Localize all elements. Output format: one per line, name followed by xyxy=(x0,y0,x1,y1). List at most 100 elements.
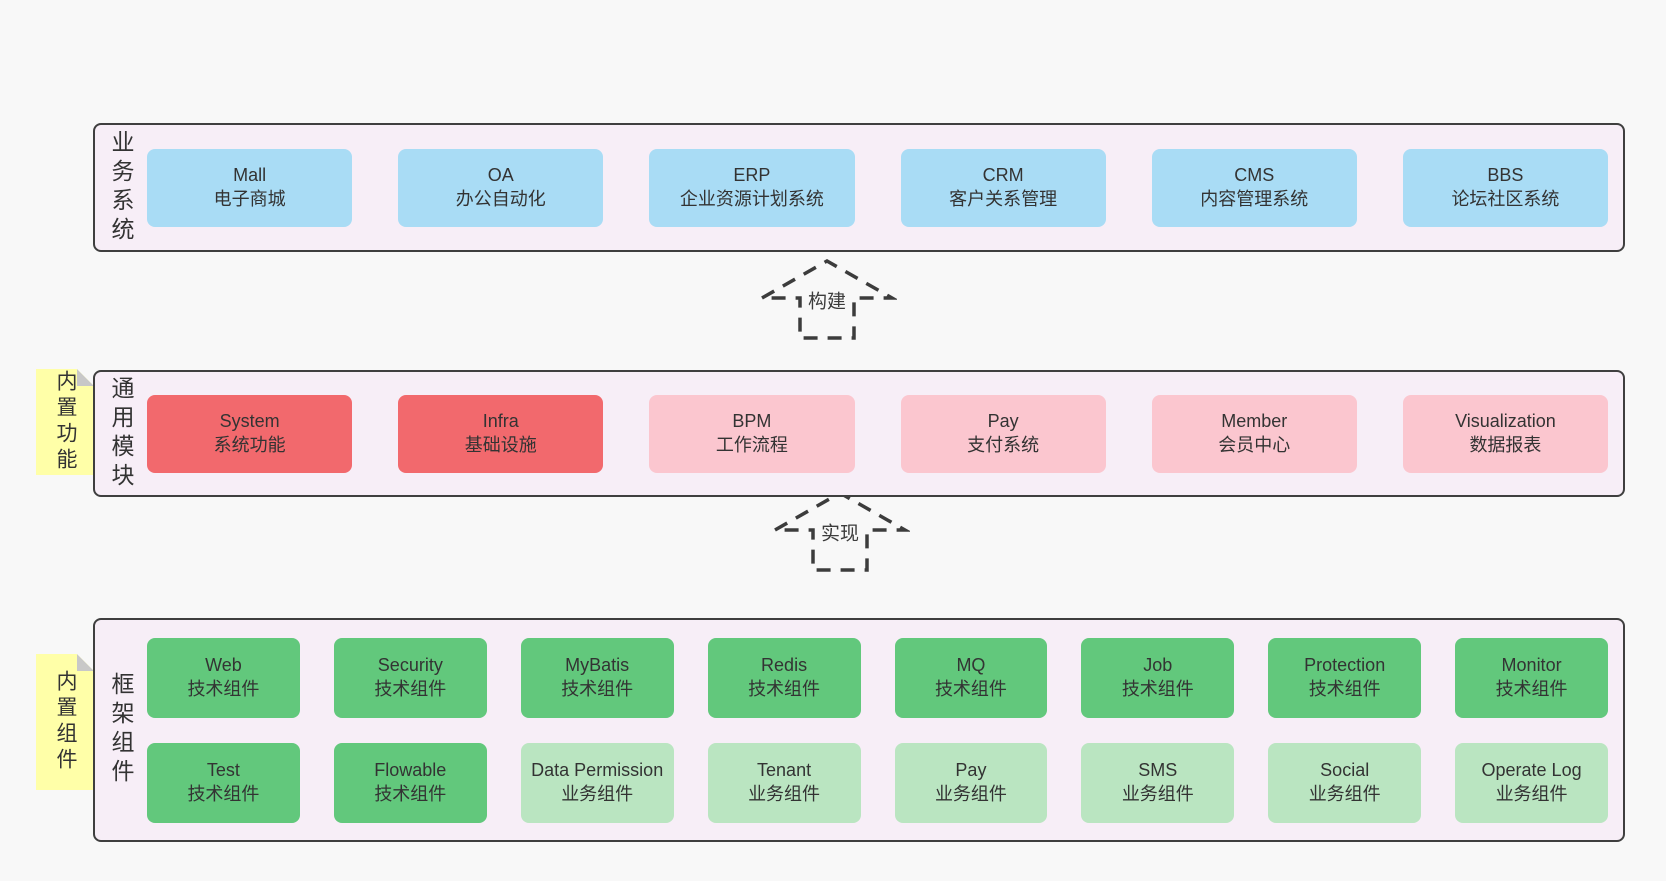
box-title: Monitor xyxy=(1501,655,1562,676)
box-title: MQ xyxy=(956,655,986,676)
box-subtitle: 客户关系管理 xyxy=(949,188,1058,209)
box-mall: Mall 电子商城 xyxy=(147,148,353,227)
box-job: Job 技术组件 xyxy=(1081,637,1235,718)
box-row-biz: Test 技术组件 Flowable 技术组件 Data Permission … xyxy=(147,742,1608,823)
arrow-label-implement: 实现 xyxy=(817,518,863,546)
panel-label-business-systems: 业务系统 xyxy=(108,129,134,246)
box-title: OA xyxy=(487,165,514,186)
box-oa: OA 办公自动化 xyxy=(398,148,604,227)
box-subtitle: 技术组件 xyxy=(1308,678,1381,699)
box-subtitle: 技术组件 xyxy=(1495,678,1568,699)
box-bbs: BBS 论坛社区系统 xyxy=(1402,148,1609,227)
box-title: Tenant xyxy=(757,760,812,781)
box-title: Social xyxy=(1320,760,1370,781)
box-title: Test xyxy=(206,760,240,781)
folded-corner-icon xyxy=(77,654,94,671)
sticky-note-built-in-features: 内置功能 xyxy=(36,369,94,475)
box-redis: Redis 技术组件 xyxy=(707,637,861,718)
folded-corner-icon xyxy=(77,369,94,386)
box-subtitle: 业务组件 xyxy=(748,783,821,804)
box-subtitle: 技术组件 xyxy=(374,783,447,804)
box-subtitle: 会员中心 xyxy=(1218,434,1291,455)
box-title: Member xyxy=(1221,411,1288,432)
box-pay-component: Pay 业务组件 xyxy=(894,742,1048,823)
panel-label-common-modules: 通用模块 xyxy=(108,375,134,492)
box-flowable: Flowable 技术组件 xyxy=(333,742,487,823)
box-bpm: BPM 工作流程 xyxy=(649,394,855,473)
box-title: Redis xyxy=(761,655,808,676)
box-pay-module: Pay 支付系统 xyxy=(900,394,1106,473)
box-title: Job xyxy=(1143,655,1173,676)
panel-body: System 系统功能 Infra 基础设施 BPM 工作流程 Pay 支付系统… xyxy=(147,372,1623,495)
box-operate-log: Operate Log 业务组件 xyxy=(1455,742,1608,823)
panel-business-systems: 业务系统 Mall 电子商城 OA 办公自动化 ERP 企业资源计划系统 CRM… xyxy=(93,123,1625,252)
box-monitor: Monitor 技术组件 xyxy=(1455,637,1608,718)
box-title: BBS xyxy=(1487,165,1524,186)
dashed-up-arrow-icon xyxy=(757,258,897,340)
box-crm: CRM 客户关系管理 xyxy=(900,148,1106,227)
box-subtitle: 技术组件 xyxy=(187,678,260,699)
box-title: Protection xyxy=(1304,655,1386,676)
box-row: Mall 电子商城 OA 办公自动化 ERP 企业资源计划系统 CRM 客户关系… xyxy=(147,148,1609,227)
box-subtitle: 数据报表 xyxy=(1469,434,1542,455)
box-subtitle: 技术组件 xyxy=(187,783,260,804)
box-test: Test 技术组件 xyxy=(147,742,300,823)
box-subtitle: 电子商城 xyxy=(213,188,286,209)
box-security: Security 技术组件 xyxy=(333,637,487,718)
panel-common-modules: 通用模块 System 系统功能 Infra 基础设施 BPM 工作流程 Pay… xyxy=(93,370,1625,497)
box-tenant: Tenant 业务组件 xyxy=(707,742,861,823)
box-subtitle: 支付系统 xyxy=(967,434,1040,455)
box-subtitle: 论坛社区系统 xyxy=(1451,188,1560,209)
box-subtitle: 业务组件 xyxy=(934,783,1007,804)
box-sms: SMS 业务组件 xyxy=(1081,742,1235,823)
box-title: Infra xyxy=(482,411,519,432)
box-title: System xyxy=(219,411,280,432)
box-subtitle: 工作流程 xyxy=(715,434,788,455)
box-subtitle: 技术组件 xyxy=(1121,678,1194,699)
box-system: System 系统功能 xyxy=(147,394,353,473)
box-title: Flowable xyxy=(374,760,447,781)
box-title: Web xyxy=(205,655,242,676)
box-title: CMS xyxy=(1234,165,1275,186)
arrow-up-build: 构建 xyxy=(757,256,897,342)
box-title: Data Permission xyxy=(531,760,664,781)
box-subtitle: 技术组件 xyxy=(374,678,447,699)
box-title: Pay xyxy=(955,760,987,781)
box-title: CRM xyxy=(982,165,1024,186)
box-mq: MQ 技术组件 xyxy=(894,637,1048,718)
box-title: Mall xyxy=(233,165,267,186)
panel-body: Web 技术组件 Security 技术组件 MyBatis 技术组件 Redi… xyxy=(147,620,1623,840)
box-subtitle: 办公自动化 xyxy=(455,188,546,209)
box-subtitle: 技术组件 xyxy=(748,678,821,699)
box-subtitle: 业务组件 xyxy=(1308,783,1381,804)
box-protection: Protection 技术组件 xyxy=(1268,637,1422,718)
panel-framework-components: 框架组件 Web 技术组件 Security 技术组件 MyBatis 技术组件… xyxy=(93,618,1625,842)
box-title: Operate Log xyxy=(1481,760,1582,781)
sticky-note-label: 内置功能 xyxy=(54,370,77,474)
box-title: BPM xyxy=(732,411,772,432)
box-title: ERP xyxy=(733,165,771,186)
sticky-note-label: 内置组件 xyxy=(54,670,77,774)
box-subtitle: 系统功能 xyxy=(213,434,286,455)
box-subtitle: 内容管理系统 xyxy=(1200,188,1309,209)
arrow-up-implement: 实现 xyxy=(770,488,910,574)
box-data-permission: Data Permission 业务组件 xyxy=(520,742,674,823)
box-subtitle: 业务组件 xyxy=(561,783,634,804)
box-title: Visualization xyxy=(1455,411,1556,432)
sticky-note-built-in-components: 内置组件 xyxy=(36,654,94,790)
box-title: Security xyxy=(377,655,443,676)
box-subtitle: 业务组件 xyxy=(1495,783,1568,804)
box-subtitle: 基础设施 xyxy=(464,434,537,455)
box-row: System 系统功能 Infra 基础设施 BPM 工作流程 Pay 支付系统… xyxy=(147,394,1609,473)
box-erp: ERP 企业资源计划系统 xyxy=(649,148,855,227)
box-infra: Infra 基础设施 xyxy=(398,394,604,473)
box-title: MyBatis xyxy=(565,655,630,676)
box-mybatis: MyBatis 技术组件 xyxy=(520,637,674,718)
box-subtitle: 企业资源计划系统 xyxy=(679,188,824,209)
dashed-up-arrow-icon xyxy=(770,490,910,572)
box-subtitle: 业务组件 xyxy=(1121,783,1194,804)
box-subtitle: 技术组件 xyxy=(561,678,634,699)
box-title: Pay xyxy=(987,411,1019,432)
box-row-tech: Web 技术组件 Security 技术组件 MyBatis 技术组件 Redi… xyxy=(147,637,1608,718)
box-subtitle: 技术组件 xyxy=(934,678,1007,699)
